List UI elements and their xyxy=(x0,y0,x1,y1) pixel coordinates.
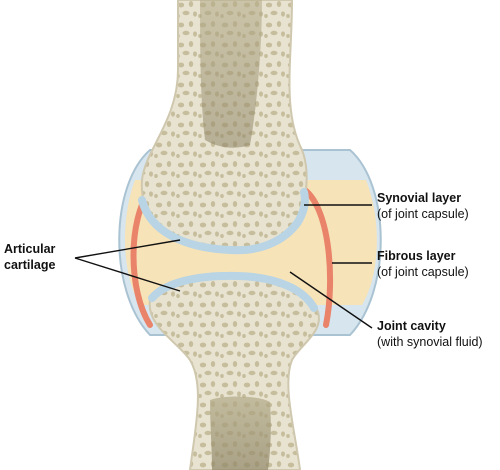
synovial-layer-right xyxy=(299,185,334,328)
label-joint-cavity: Joint cavity (with synovial fluid) xyxy=(377,318,483,350)
lower-bone xyxy=(148,271,320,470)
fibrous-layer-subtitle: (of joint capsule) xyxy=(377,265,469,279)
articular-cartilage-line1: Articular xyxy=(4,242,56,256)
leader-articular-lower xyxy=(74,257,181,292)
label-synovial-layer: Synovial layer (of joint capsule) xyxy=(377,190,469,222)
synovial-layer-subtitle: (of joint capsule) xyxy=(377,207,469,221)
label-fibrous-layer: Fibrous layer (of joint capsule) xyxy=(377,248,469,280)
fibrous-layer-title: Fibrous layer xyxy=(377,249,456,263)
leader-articular-upper xyxy=(74,239,181,259)
synovial-layer-title: Synovial layer xyxy=(377,191,462,205)
leader-lines xyxy=(74,204,373,329)
lower-articular-cartilage xyxy=(148,271,318,312)
label-articular-cartilage: Articular cartilage xyxy=(4,241,55,273)
upper-bone xyxy=(138,0,309,255)
joint-cavity-subtitle: (with synovial fluid) xyxy=(377,335,483,349)
leader-joint-cavity xyxy=(289,271,373,329)
upper-articular-cartilage xyxy=(138,188,309,255)
articular-cartilage-line2: cartilage xyxy=(4,258,56,272)
joint-cavity-title: Joint cavity xyxy=(377,319,446,333)
